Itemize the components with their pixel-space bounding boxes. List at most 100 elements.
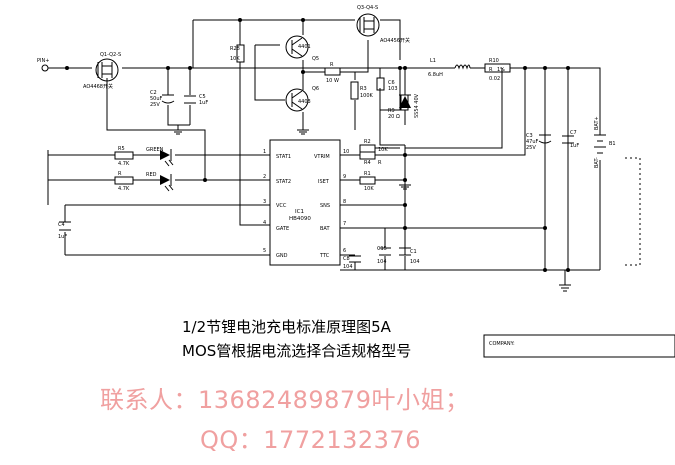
q6-label: Q6 xyxy=(312,86,319,92)
pin-num: 9 xyxy=(343,174,346,180)
c4-val: 1uF xyxy=(58,234,67,240)
c15-capacitor xyxy=(379,247,391,256)
battery-b1 xyxy=(594,134,606,154)
r3-resistor xyxy=(350,81,359,100)
c1-capacitor xyxy=(399,247,411,256)
r6-resistor xyxy=(114,176,134,185)
c2-capacitor xyxy=(161,94,175,104)
c15-val: 104 xyxy=(377,259,387,265)
r3-val: 100K xyxy=(360,93,374,99)
c15-name: C15 xyxy=(377,246,387,252)
q1-mosfet xyxy=(95,58,119,82)
r5-resistor xyxy=(114,151,134,160)
pin-name: ISET xyxy=(318,179,330,185)
pin-name: BAT xyxy=(320,226,330,232)
c3-capacitor xyxy=(538,134,552,144)
c4-name: C4 xyxy=(58,222,65,228)
r10-val: 0.02 xyxy=(489,76,500,82)
junction-dots xyxy=(65,18,570,272)
c7-capacitor xyxy=(562,135,574,144)
r2-val: 10K xyxy=(378,147,388,153)
c3-name: C3 xyxy=(526,133,533,139)
ic-ref: IC1 xyxy=(295,209,304,215)
c5-name: C5 xyxy=(199,94,206,100)
pin-name: VTRIM xyxy=(314,154,330,160)
r28-name: R28 xyxy=(230,46,240,52)
c8-name: C8 xyxy=(343,256,350,262)
r-tolerance-name: R xyxy=(489,67,493,73)
bat-minus-label: BAT- xyxy=(594,157,600,168)
r2-resistor xyxy=(359,144,376,153)
q3-part: AO4456开关 xyxy=(380,37,410,44)
diode-part: SS54 40V xyxy=(414,93,420,118)
pin-name: STAT2 xyxy=(276,179,291,185)
pin-num: 6 xyxy=(343,248,346,254)
pin-name: TTC xyxy=(319,253,330,259)
r9-name: R9 xyxy=(388,108,395,114)
c7-name: C7 xyxy=(570,130,577,136)
green-label: GREEN xyxy=(146,147,164,153)
r2-name: R2 xyxy=(364,139,371,145)
contact-phone: 联系人：13682489879叶小姐； xyxy=(100,386,470,414)
r-mid-val: 10 W xyxy=(326,78,339,84)
c2-volt: 25V xyxy=(150,102,160,108)
c2-name: C2 xyxy=(150,90,157,96)
contact-qq: QQ：1772132376 xyxy=(200,426,421,454)
c8-capacitor xyxy=(349,255,361,263)
pin-num: 8 xyxy=(343,199,346,205)
components xyxy=(41,13,675,358)
r4-resistor xyxy=(359,151,376,160)
r4-name: R4 xyxy=(364,160,371,166)
c5-val: 1uF xyxy=(199,100,208,106)
company-box xyxy=(483,334,675,358)
l1-name: L1 xyxy=(430,58,436,64)
company-label: COMPANY: xyxy=(489,341,515,347)
caption-title: 1/2节锂电池充电标准原理图5A xyxy=(182,318,391,336)
pin-num: 2 xyxy=(263,174,266,180)
r1-resistor xyxy=(359,176,376,185)
q5-label: Q5 xyxy=(312,56,319,62)
ground-symbol xyxy=(399,184,411,190)
pin-terminal xyxy=(41,64,49,72)
q5-part: 4401 xyxy=(298,44,311,50)
ground-symbol xyxy=(297,129,309,135)
q6-transistor xyxy=(285,88,309,112)
pin-num: 1 xyxy=(263,149,266,155)
r10-resistor xyxy=(484,63,511,73)
ground-symbol xyxy=(559,284,571,292)
c6-block xyxy=(376,77,385,91)
green-led xyxy=(160,149,174,167)
q3-mosfet xyxy=(356,13,380,37)
r-mid-resistor xyxy=(324,67,341,76)
r10-name: R10 xyxy=(489,58,499,64)
r28-val: 10K xyxy=(230,56,240,62)
r9-val: 20 Ω xyxy=(388,114,400,120)
c6-val: 103 xyxy=(388,86,398,92)
r28-resistor xyxy=(236,44,245,63)
red-label: RED xyxy=(146,172,157,178)
c4-capacitor xyxy=(59,221,71,231)
c1-name: C1 xyxy=(410,249,417,255)
pin-num: 5 xyxy=(263,248,266,254)
wires xyxy=(47,19,601,285)
b1-label: B1 xyxy=(609,141,616,147)
l1-val: 6.8uH xyxy=(428,72,443,78)
red-led xyxy=(160,174,174,192)
schottky-diode xyxy=(399,94,411,108)
r-mid-name: R xyxy=(330,62,334,68)
c7-val: 1uF xyxy=(570,143,579,149)
ic-part: HB4090 xyxy=(289,216,311,222)
c6-name: C6 xyxy=(388,80,395,86)
r1-val: 10K xyxy=(364,186,374,192)
pin-num: 10 xyxy=(343,149,349,155)
c5-capacitor xyxy=(184,95,196,104)
c3-volt: 25V xyxy=(526,145,536,151)
caption-subtitle: MOS管根据电流选择合适规格型号 xyxy=(182,342,412,360)
labels: PIN+ Q1-Q2-S AO4468开关 Q3-Q4-S AO4456开关 R… xyxy=(37,5,616,347)
ground-symbol xyxy=(172,129,184,135)
r3-name: R3 xyxy=(360,86,367,92)
l1-inductor xyxy=(454,64,471,70)
q3-label: Q3-Q4-S xyxy=(357,5,378,11)
q5-transistor xyxy=(285,35,309,59)
c3-val: 47uF xyxy=(526,139,539,145)
